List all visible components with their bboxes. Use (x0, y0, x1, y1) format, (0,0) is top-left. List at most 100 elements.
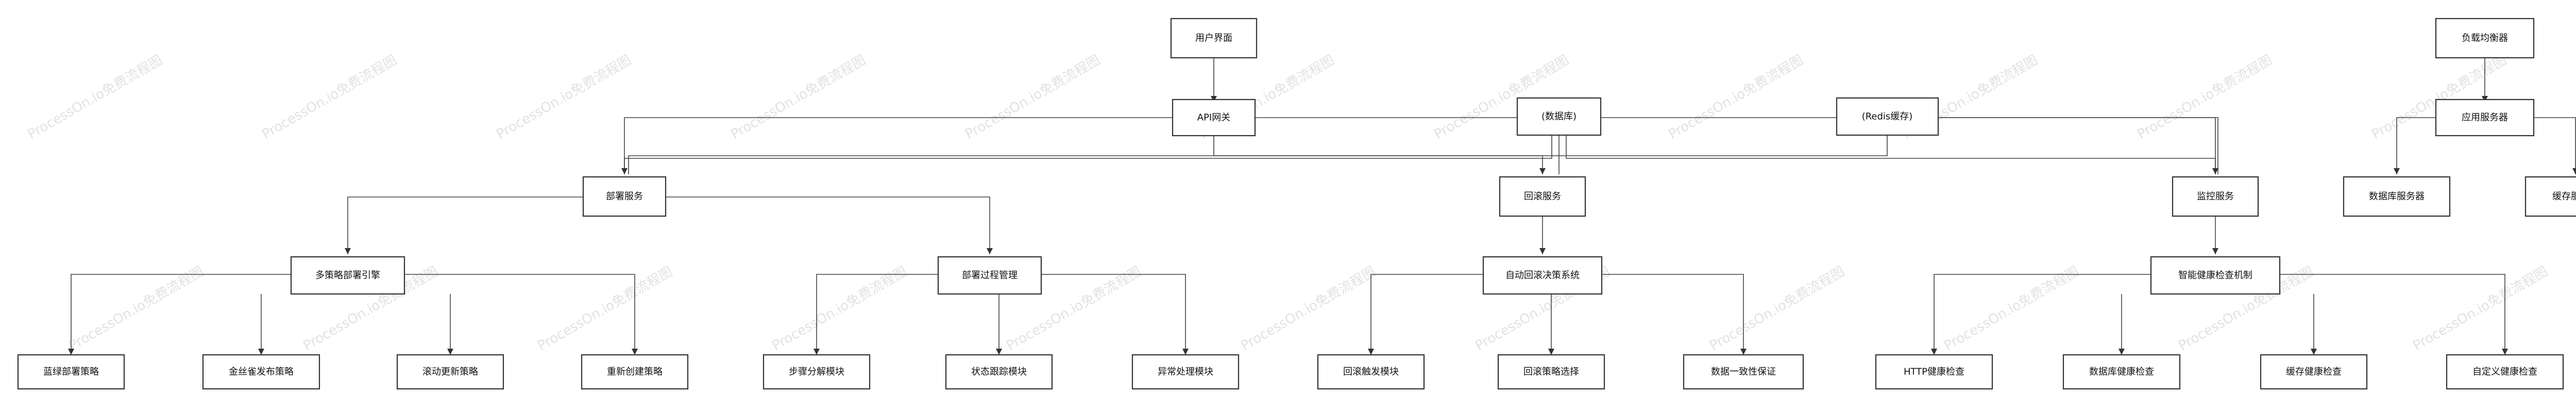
watermark: ProcessOn.io免费流程图 (494, 53, 634, 142)
edge-database-to-deploy-service (624, 135, 1552, 174)
node-canary[interactable]: 金丝雀发布策略 (202, 354, 320, 390)
edge-api-gateway-to-rollback-service (1213, 135, 1543, 174)
node-rollback-service[interactable]: 回滚服务 (1499, 176, 1586, 217)
node-label: 滚动更新策略 (422, 367, 478, 378)
edge-database-to-monitor-service (1566, 135, 2216, 174)
watermark-layer: ProcessOn.io免费流程图 ProcessOn.io免费流程图 Proc… (25, 53, 2551, 354)
node-label: 异常处理模块 (1158, 367, 1213, 378)
node-label: 智能健康检查机制 (2178, 270, 2252, 281)
node-load-balancer[interactable]: 负载均衡器 (2435, 18, 2535, 59)
node-database[interactable]: (数据库) (1516, 97, 1602, 136)
node-label: 回滚策略选择 (1523, 367, 1579, 378)
node-label: HTTP健康检查 (1904, 367, 1964, 378)
node-label: 自定义健康检查 (2472, 367, 2537, 378)
node-cache-server[interactable]: 缓存服务器 (2524, 176, 2576, 217)
node-layer: 用户界面 负载均衡器 API网关 (数据库) (Redis缓存) 应用服务器 部… (17, 18, 2576, 390)
arrowhead (987, 248, 993, 254)
node-label: 部署服务 (606, 191, 643, 202)
edge-redis-to-monitor-service (1938, 117, 2218, 174)
node-api-gateway[interactable]: API网关 (1172, 99, 1256, 137)
node-label: 金丝雀发布策略 (229, 367, 294, 378)
arrowhead (1539, 248, 1546, 254)
node-db-server[interactable]: 数据库服务器 (2343, 176, 2451, 217)
node-label: 用户界面 (1195, 33, 1232, 44)
watermark: ProcessOn.io免费流程图 (2411, 264, 2551, 354)
arrowhead (2212, 168, 2218, 174)
node-label: 回滚服务 (1524, 191, 1561, 202)
edge-auto-rollback-to-trigger (1370, 274, 1483, 355)
edge-process-mgmt-to-exception-handling (1041, 274, 1186, 355)
edge-health-check-to-http (1934, 274, 2151, 355)
node-blue-green[interactable]: 蓝绿部署策略 (17, 354, 125, 390)
node-label: 数据库健康检查 (2089, 367, 2154, 378)
arrowhead (1182, 349, 1189, 355)
watermark: ProcessOn.io免费流程图 (728, 53, 869, 142)
node-label: 蓝绿部署策略 (43, 367, 99, 378)
node-rollback-strategy-select[interactable]: 回滚策略选择 (1497, 354, 1605, 390)
watermark: ProcessOn.io免费流程图 (963, 53, 1103, 142)
node-label: 多策略部署引擎 (315, 270, 380, 281)
edge-deploy-service-to-process-mgmt (666, 196, 990, 254)
arrowhead (621, 168, 628, 174)
edge-redis-to-deploy-service (628, 135, 1888, 174)
node-recreate[interactable]: 重新创建策略 (581, 354, 689, 390)
node-rollback-trigger[interactable]: 回滚触发模块 (1317, 354, 1425, 390)
node-app-server[interactable]: 应用服务器 (2435, 99, 2535, 137)
node-rolling-update[interactable]: 滚动更新策略 (396, 354, 504, 390)
watermark: ProcessOn.io免费流程图 (2135, 53, 2275, 142)
node-label: 缓存服务器 (2552, 191, 2576, 202)
arrowhead (1539, 168, 1546, 174)
arrowhead (2119, 349, 2125, 355)
node-label: 缓存健康检查 (2286, 367, 2342, 378)
watermark: ProcessOn.io免费流程图 (1707, 264, 1848, 354)
node-data-consistency[interactable]: 数据一致性保证 (1683, 354, 1804, 390)
node-label: 步骤分解模块 (789, 367, 844, 378)
arrowhead (447, 349, 453, 355)
edge-deploy-service-to-multi-strategy (347, 196, 583, 254)
node-http-health[interactable]: HTTP健康检查 (1875, 354, 1993, 390)
node-step-decompose[interactable]: 步骤分解模块 (762, 354, 871, 390)
node-redis-cache[interactable]: (Redis缓存) (1836, 97, 1939, 136)
node-label: 部署过程管理 (962, 270, 1018, 281)
node-auto-rollback-system[interactable]: 自动回滚决策系统 (1482, 256, 1603, 295)
node-db-health[interactable]: 数据库健康检查 (2062, 354, 2181, 390)
arrowhead (68, 349, 74, 355)
arrowhead (345, 248, 351, 254)
node-label: 回滚触发模块 (1343, 367, 1399, 378)
node-monitor-service[interactable]: 监控服务 (2172, 176, 2259, 217)
edge-process-mgmt-to-step-decompose (816, 274, 938, 355)
edge-multi-strategy-to-blue-green (71, 274, 291, 355)
watermark: ProcessOn.io免费流程图 (25, 53, 165, 142)
arrowhead (2394, 168, 2400, 174)
edge-app-server-to-cache-server (2534, 117, 2576, 174)
watermark: ProcessOn.io免费流程图 (770, 264, 910, 354)
edge-api-gateway-to-deploy-service (624, 117, 1173, 174)
arrowhead (1931, 349, 1937, 355)
arrowhead (2212, 248, 2218, 254)
node-health-check-mechanism[interactable]: 智能健康检查机制 (2150, 256, 2281, 295)
arrowhead (1740, 349, 1747, 355)
node-label: 状态跟踪模块 (971, 367, 1027, 378)
arrowhead (2311, 349, 2317, 355)
node-label: 负载均衡器 (2462, 33, 2508, 44)
watermark: ProcessOn.io免费流程图 (66, 264, 207, 354)
watermark: ProcessOn.io免费流程图 (535, 264, 675, 354)
watermark: ProcessOn.io免费流程图 (1239, 264, 1379, 354)
arrowhead (632, 349, 638, 355)
watermark: ProcessOn.io免费流程图 (1666, 53, 1806, 142)
node-user-ui[interactable]: 用户界面 (1170, 18, 1258, 59)
node-label: 监控服务 (2197, 191, 2234, 202)
watermark: ProcessOn.io免费流程图 (1942, 264, 2082, 354)
edge-api-gateway-to-monitor-service (1255, 117, 2216, 174)
node-cache-health[interactable]: 缓存健康检查 (2260, 354, 2368, 390)
edge-health-check-to-custom (2280, 274, 2505, 355)
arrowhead (996, 349, 1002, 355)
node-multi-strategy-engine[interactable]: 多策略部署引擎 (290, 256, 405, 295)
node-deploy-service[interactable]: 部署服务 (582, 176, 667, 217)
node-custom-health[interactable]: 自定义健康检查 (2446, 354, 2564, 390)
node-label: 数据库服务器 (2369, 191, 2425, 202)
node-label: 自动回滚决策系统 (1505, 270, 1580, 281)
node-status-tracking[interactable]: 状态跟踪模块 (945, 354, 1053, 390)
node-exception-handling[interactable]: 异常处理模块 (1131, 354, 1240, 390)
node-deploy-process-mgmt[interactable]: 部署过程管理 (937, 256, 1042, 295)
